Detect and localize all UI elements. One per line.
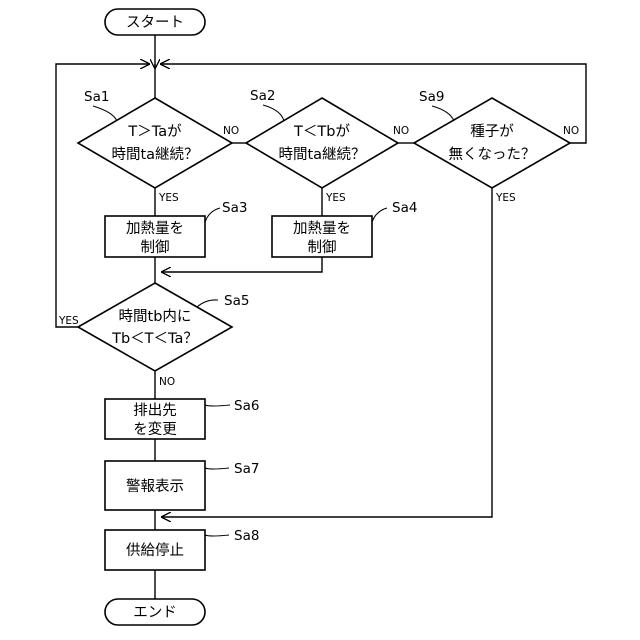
decision-sa1: T＞Taが 時間ta継続？ — [78, 98, 232, 188]
process-sa3-line1: 加熱量を — [126, 220, 184, 237]
decision-sa9: 種子が 無くなった？ — [414, 98, 570, 188]
step-label-sa7: Sa7 — [234, 461, 259, 477]
decision-sa5: 時間tb内に Tb＜T＜Ta？ — [78, 283, 232, 371]
step-label-sa6: Sa6 — [234, 398, 259, 414]
terminal-start-text: スタート — [126, 14, 184, 31]
terminal-end: エンド — [105, 599, 205, 625]
branch-label-sa2-no: NO — [393, 125, 409, 137]
process-sa4-line2: 制御 — [308, 239, 337, 256]
branch-label-sa2-yes: YES — [325, 192, 346, 204]
decision-sa1-line1: T＞Taが — [127, 123, 182, 140]
decision-sa2: T＜Tbが 時間ta継続？ — [246, 98, 398, 188]
leader-sa8 — [205, 535, 229, 536]
process-sa3-line2: 制御 — [141, 239, 170, 256]
leader-sa9 — [432, 106, 454, 121]
step-label-sa2: Sa2 — [250, 88, 275, 104]
leader-sa7 — [205, 468, 229, 469]
decision-sa2-line2: 時間ta継続？ — [278, 146, 365, 163]
leader-sa2 — [263, 105, 284, 121]
decision-sa9-line1: 種子が — [470, 123, 514, 140]
process-sa4-line1: 加熱量を — [293, 220, 351, 237]
step-label-sa4: Sa4 — [392, 200, 417, 216]
process-sa7: 警報表示 — [105, 461, 205, 510]
leader-sa3 — [205, 208, 220, 222]
process-sa3: 加熱量を 制御 — [105, 216, 205, 257]
branch-label-sa9-yes: YES — [495, 192, 516, 204]
leader-sa4 — [372, 208, 387, 222]
leader-sa6 — [205, 405, 230, 406]
terminal-start: スタート — [105, 9, 205, 35]
process-sa7-line1: 警報表示 — [126, 478, 184, 495]
step-label-sa9: Sa9 — [419, 89, 444, 105]
step-label-sa8: Sa8 — [234, 528, 259, 544]
decision-sa1-line2: 時間ta継続？ — [111, 146, 198, 163]
process-sa8: 供給停止 — [105, 530, 205, 570]
decision-sa5-line2: Tb＜T＜Ta？ — [111, 331, 198, 347]
branch-label-sa1-yes: YES — [158, 192, 179, 204]
decision-sa9-line2: 無くなった？ — [449, 146, 536, 163]
branch-label-sa9-no: NO — [563, 125, 579, 137]
leader-sa5 — [197, 300, 218, 307]
terminal-end-text: エンド — [133, 605, 177, 621]
process-sa6-line2: を変更 — [133, 421, 177, 438]
process-sa4: 加熱量を 制御 — [272, 216, 372, 257]
step-label-sa3: Sa3 — [222, 200, 247, 216]
decision-sa2-line1: T＜Tbが — [293, 123, 350, 140]
process-sa6: 排出先 を変更 — [105, 399, 205, 439]
branch-label-sa1-no: NO — [223, 125, 239, 137]
edge-sa4-to-join — [161, 257, 322, 272]
step-label-sa1: Sa1 — [84, 89, 109, 105]
leader-sa1 — [93, 106, 117, 121]
step-label-sa5: Sa5 — [224, 293, 249, 309]
decision-sa5-line1: 時間tb内に — [119, 308, 192, 325]
branch-label-sa5-no: NO — [159, 376, 175, 388]
branch-label-sa5-yes: YES — [58, 315, 79, 327]
process-sa6-line1: 排出先 — [133, 402, 177, 419]
process-sa8-line1: 供給停止 — [126, 542, 184, 559]
